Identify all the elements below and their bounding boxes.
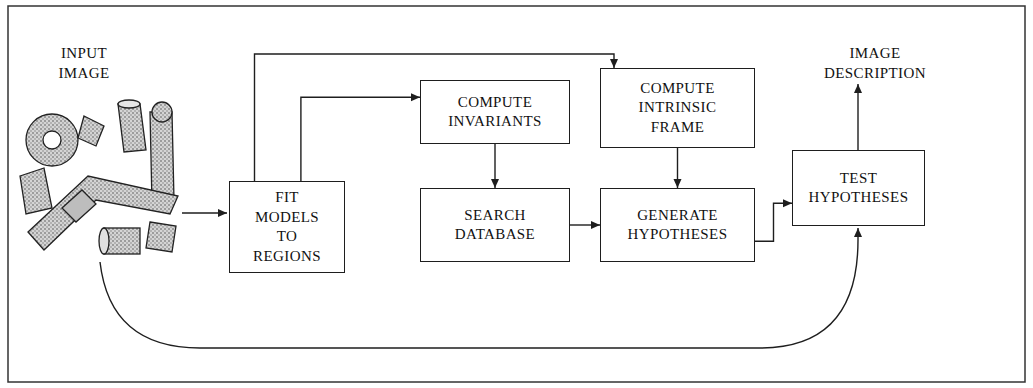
flow-arrow — [677, 148, 678, 188]
process-box: FIT MODELS TO REGIONS — [229, 181, 345, 273]
process-box: COMPUTE INTRINSIC FRAME — [600, 68, 755, 148]
figure-label: IMAGE DESCRIPTION — [800, 44, 950, 83]
process-box: TEST HYPOTHESES — [792, 150, 925, 226]
flow-arrow — [755, 203, 792, 241]
input-arrow — [182, 212, 227, 213]
figure-label: INPUT IMAGE — [36, 44, 132, 83]
box-text: COMPUTE INTRINSIC FRAME — [615, 79, 740, 138]
box-content: COMPUTE INVARIANTS — [435, 93, 555, 132]
box-text: COMPUTE INVARIANTS — [435, 93, 555, 132]
input-image-picture — [14, 100, 180, 260]
box-text: GENERATE HYPOTHESES — [615, 206, 740, 245]
box-content: FIT MODELS TO REGIONS — [244, 188, 330, 266]
box-content: TEST HYPOTHESES — [807, 169, 910, 208]
box-text: FIT MODELS TO REGIONS — [244, 188, 330, 266]
box-content: SEARCH DATABASE — [435, 206, 555, 245]
output-arrow — [857, 84, 858, 150]
process-box: SEARCH DATABASE — [420, 188, 570, 262]
flow-arrow — [570, 224, 600, 225]
process-box: GENERATE HYPOTHESES — [600, 188, 755, 262]
flow-arrow — [301, 97, 420, 181]
box-content: COMPUTE INTRINSIC FRAME — [615, 79, 740, 138]
box-text: SEARCH DATABASE — [435, 206, 555, 245]
flow-arrow — [494, 144, 495, 188]
box-text: TEST HYPOTHESES — [807, 169, 910, 208]
box-content: GENERATE HYPOTHESES — [615, 206, 740, 245]
flow-arrow — [255, 54, 615, 181]
outer-frame — [8, 6, 1025, 382]
process-box: COMPUTE INVARIANTS — [420, 80, 570, 144]
